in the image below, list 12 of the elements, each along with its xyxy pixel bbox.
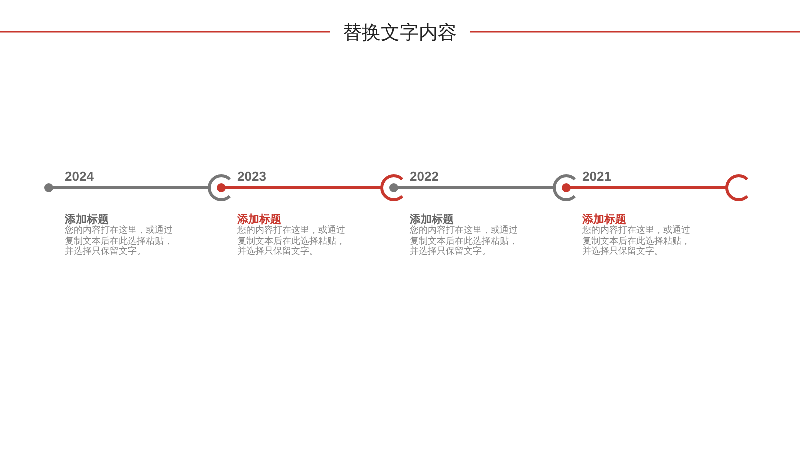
- item-description: 您的内容打在这里，或通过复制文本后在此选择粘贴，并选择只保留文字。: [65, 226, 174, 258]
- year-label: 2024: [65, 169, 94, 184]
- item-heading: 添加标题: [410, 212, 454, 226]
- year-label: 2023: [238, 169, 266, 184]
- item-description: 您的内容打在这里，或通过复制文本后在此选择粘贴，并选择只保留文字。: [582, 226, 692, 258]
- item-description: 您的内容打在这里，或通过复制文本后在此选择粘贴，并选择只保留文字。: [410, 226, 519, 258]
- item-heading: 添加标题: [582, 212, 626, 226]
- year-label: 2021: [582, 169, 612, 184]
- year-label: 2022: [410, 169, 439, 184]
- item-heading: 添加标题: [238, 212, 282, 226]
- item-description: 您的内容打在这里，或通过复制文本后在此选择粘贴，并选择只保留文字。: [238, 226, 346, 258]
- item-heading: 添加标题: [65, 212, 109, 226]
